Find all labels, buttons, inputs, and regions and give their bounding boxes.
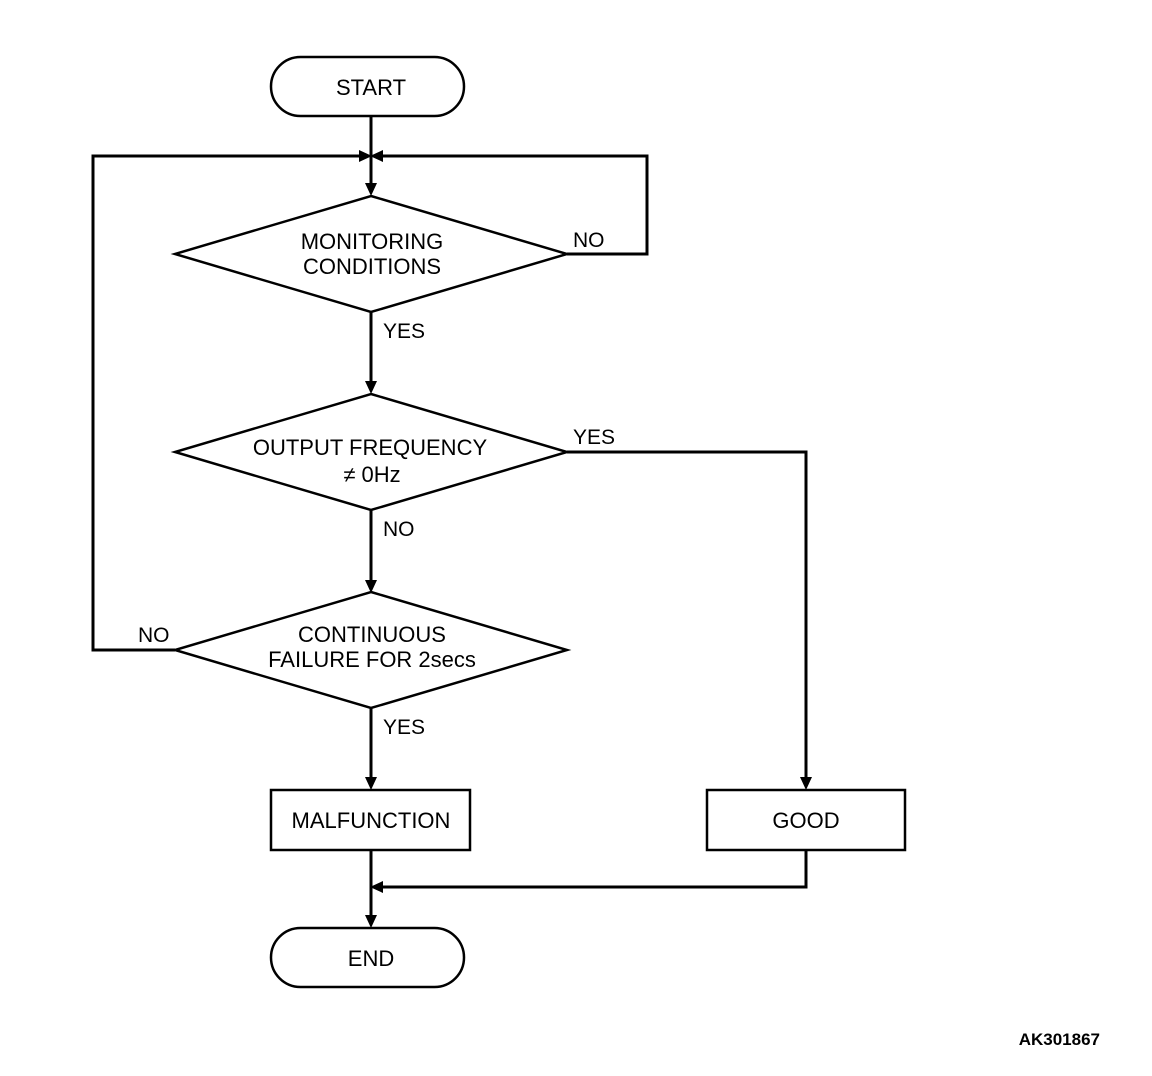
arrowhead-into-malfunction xyxy=(365,777,377,790)
good-box: GOOD xyxy=(705,788,907,852)
continuous-failure-label-line-1: CONTINUOUS xyxy=(298,622,446,647)
output-frequency-no-label: NO xyxy=(383,518,415,541)
connector-monitoring-no-loop xyxy=(380,154,649,256)
monitoring-label-line-1: MONITORING xyxy=(301,229,444,254)
arrowhead-into-good xyxy=(800,777,812,790)
monitoring-no-label: NO xyxy=(573,229,605,252)
start-terminal: START xyxy=(269,55,466,118)
good-label: GOOD xyxy=(772,808,839,833)
arrowhead-into-output-frequency xyxy=(365,381,377,394)
monitoring-yes-label: YES xyxy=(383,320,425,343)
monitoring-label-line-2: CONDITIONS xyxy=(303,254,441,279)
output-frequency-yes-label: YES xyxy=(573,426,615,449)
figure-code: AK301867 xyxy=(1019,1030,1100,1049)
arrowhead-into-end-merge xyxy=(370,881,383,893)
continuous-failure-decision: CONTINUOUS FAILURE FOR 2secs xyxy=(170,590,572,710)
connectors xyxy=(91,116,808,918)
connector-good-to-end xyxy=(380,850,808,889)
arrowhead-loop-left xyxy=(359,150,372,162)
output-frequency-label-line-2: ≠ 0Hz xyxy=(343,462,400,487)
output-frequency-label-line-1: OUTPUT FREQUENCY xyxy=(253,435,488,460)
malfunction-box: MALFUNCTION xyxy=(269,788,472,852)
end-terminal: END xyxy=(269,926,466,989)
end-label: END xyxy=(348,946,394,971)
arrowhead-loop-right xyxy=(370,150,383,162)
arrowheads xyxy=(359,150,812,928)
continuous-failure-no-label: NO xyxy=(138,624,170,647)
continuous-failure-yes-label: YES xyxy=(383,716,425,739)
output-frequency-decision: OUTPUT FREQUENCY ≠ 0Hz xyxy=(170,392,572,512)
malfunction-label: MALFUNCTION xyxy=(292,808,451,833)
arrowhead-into-end xyxy=(365,915,377,928)
start-label: START xyxy=(336,75,406,100)
connector-output-frequency-yes xyxy=(567,450,808,780)
arrowhead-into-monitoring xyxy=(365,183,377,196)
arrowhead-into-continuous-failure xyxy=(365,580,377,593)
monitoring-conditions-decision: MONITORING CONDITIONS xyxy=(170,194,572,314)
connector-continuous-failure-no-loop xyxy=(91,154,362,652)
continuous-failure-label-line-2: FAILURE FOR 2secs xyxy=(268,647,476,672)
edge-labels: NO YES YES NO NO YES xyxy=(138,229,615,739)
